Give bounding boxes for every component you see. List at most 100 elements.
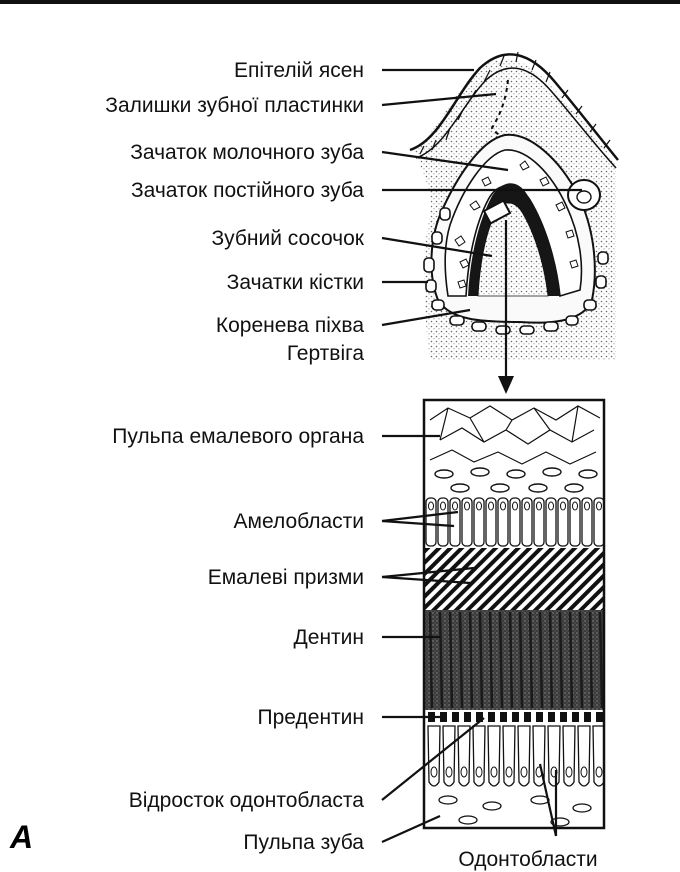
odontoblast-nucleus [505,766,513,778]
ameloblast-nucleus [536,501,542,511]
label-gingival-epithelium: Епітелій ясен [234,59,364,82]
permanent-tooth-germ-core [576,190,592,204]
ameloblast-cells [425,497,604,547]
ameloblast-nucleus [596,501,602,511]
label-dentin: Дентин [294,626,364,649]
predentin-mark [440,712,447,722]
ameloblast-nucleus [488,501,494,511]
ameloblast-cell [593,497,604,547]
leader-enamel-prisms-1 [381,575,471,585]
dentin-layer [424,610,604,710]
label-predentin: Предентин [258,706,364,729]
magnification-box [482,199,512,225]
predentin-marks [428,712,603,722]
ameloblast-cell [509,497,521,547]
ameloblast-nucleus [584,501,590,511]
predentin-mark [548,712,555,722]
ameloblast-nucleus [428,501,434,511]
predentin-mark [488,712,495,722]
predentin-mark [560,712,567,722]
leader-lines [381,68,582,844]
label-dental-lamina-remnants: Залишки зубної пластинки [105,94,364,117]
odontoblast-nucleus [565,766,573,778]
label-odontoblasts: Одонтобласти [458,848,597,871]
dentin-tubule [428,611,434,709]
leader-enamel-prisms-2 [381,566,475,579]
odontoblast-nucleus [445,766,453,778]
dentin-tubule [578,611,584,709]
predentin-mark [464,712,471,722]
panel-letter: A [9,819,33,855]
odontoblast-nucleus [475,766,483,778]
ameloblast-nucleus [560,501,566,511]
label-primary-tooth-germ: Зачаток молочного зуба [130,141,364,164]
dentin-tubule [588,611,594,709]
predentin-mark [524,712,531,722]
predentin-mark [584,712,591,722]
enamel-organ-cells [454,160,579,289]
odontoblast-nucleus [595,766,603,778]
ameloblast-cell [449,497,461,547]
dentin-tubule [558,611,564,709]
label-dental-papilla: Зубний сосочок [211,227,364,250]
stratum-cells [434,467,598,493]
ameloblast-nucleus [464,501,470,511]
label-odontoblast-process: Відросток одонтобласта [129,789,365,812]
cross-section [424,400,604,828]
dentin-tubule [438,611,444,709]
dentin-tubule [528,611,534,709]
odontoblast-nucleus [580,766,588,778]
ameloblast-cell [473,497,485,547]
label-bone-germs: Зачатки кістки [227,271,364,294]
predentin-mark [500,712,507,722]
leader-odontoblasts-1 [538,763,558,837]
leader-dental-papilla [381,236,493,258]
label-ameloblasts: Амелобласти [234,510,364,533]
ameloblast-cell [545,497,557,547]
label-enamel-prisms: Емалеві призми [208,566,364,589]
dentin-tubule [488,611,494,709]
dentin-tubule [448,611,454,709]
dentin-tubules [428,611,604,709]
stellate-reticulum [429,405,601,465]
ameloblast-cell [461,497,473,547]
dentin-tubule [458,611,464,709]
dental-papilla [477,202,549,297]
dentin-tubule [598,611,604,709]
ameloblast-cell [437,497,449,547]
predentin-mark [536,712,543,722]
ameloblast-nucleus [476,501,482,511]
ameloblast-nucleus [500,501,506,511]
label-hertwig-sheath-line2: Гертвіга [287,342,365,365]
permanent-tooth-germ [567,179,601,211]
ameloblast-cell [557,497,569,547]
predentin-mark [572,712,579,722]
magnification-arrowhead [498,376,514,394]
predentin-mark [596,712,603,722]
labels: Епітелій ясен Залишки зубної пластинки З… [9,59,598,871]
ameloblast-cell [521,497,533,547]
dental-lamina-remnant [490,79,525,151]
cross-section-frame [422,398,606,830]
enamel-prisms-layer [424,548,604,610]
label-tooth-pulp: Пульпа зуба [243,831,364,854]
odontoblast-cells [427,725,604,787]
dentin-tubule [518,611,524,709]
leader-tooth-pulp [381,814,441,844]
leader-primary-germ [381,150,509,172]
odontoblast-nucleus [520,766,528,778]
ameloblast-nucleus [548,501,554,511]
label-permanent-tooth-germ: Зачаток постійного зуба [131,179,364,202]
bone-germs [423,207,609,335]
leader-odontoblast-process [381,717,485,801]
ameloblast-nucleus [440,501,446,511]
dentin-tubule [508,611,514,709]
leader-hertwig-sheath [381,308,471,327]
ameloblast-cell [425,497,437,547]
ameloblast-nucleus [452,501,458,511]
leader-ameloblasts-1 [381,519,455,528]
leader-dental-lamina [381,92,497,107]
predentin-mark [512,712,519,722]
dentin-tubule [538,611,544,709]
